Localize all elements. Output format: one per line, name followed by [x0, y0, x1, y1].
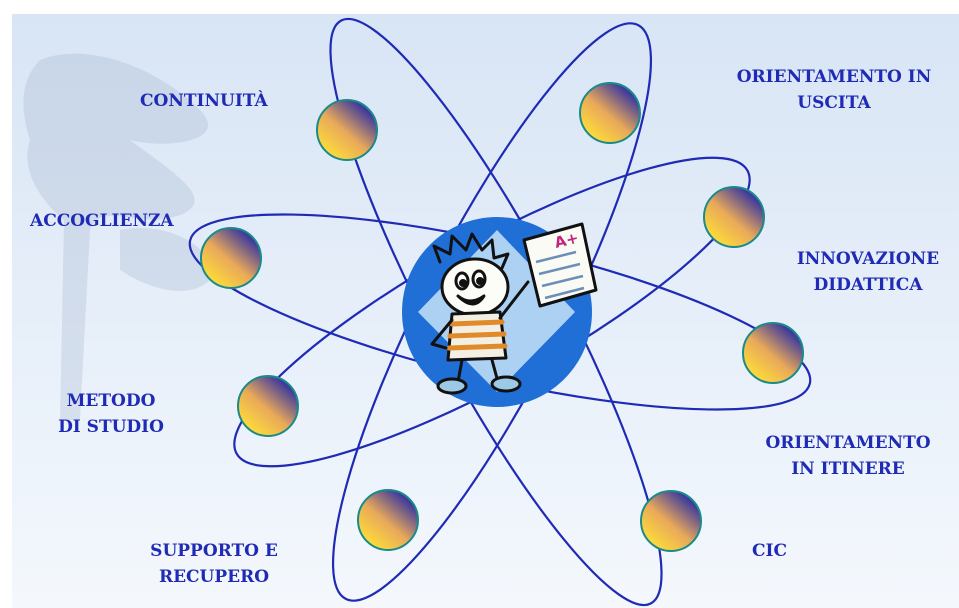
label-orientamento-uscita: ORIENTAMENTO IN USCITA: [736, 67, 932, 113]
label-metodo: METODO DI STUDIO: [58, 391, 164, 437]
label-accoglienza: ACCOGLIENZA: [30, 211, 174, 231]
graded-paper-icon: A+: [522, 222, 598, 308]
label-cic: CIC: [752, 541, 788, 561]
sphere-innovazione: [703, 186, 765, 248]
tree-watermark: [23, 53, 212, 421]
sphere-accoglienza: [200, 227, 262, 289]
sphere-supporto: [357, 489, 419, 551]
label-supporto: SUPPORTO E RECUPERO: [150, 541, 278, 587]
sphere-orientamento-uscita: [579, 82, 641, 144]
label-innovazione: INNOVAZIONE DIDATTICA: [796, 249, 940, 295]
label-orientamento-itinere: ORIENTAMENTO IN ITINERE: [765, 433, 931, 479]
sphere-orientamento-itinere: [742, 322, 804, 384]
sphere-metodo: [237, 375, 299, 437]
sphere-continuita: [316, 99, 378, 161]
spheres: [200, 82, 804, 552]
label-continuita: CONTINUITÀ: [140, 91, 268, 111]
sphere-cic: [640, 490, 702, 552]
student-cartoon-icon: [430, 232, 530, 395]
grade-badge: A+: [553, 229, 581, 252]
